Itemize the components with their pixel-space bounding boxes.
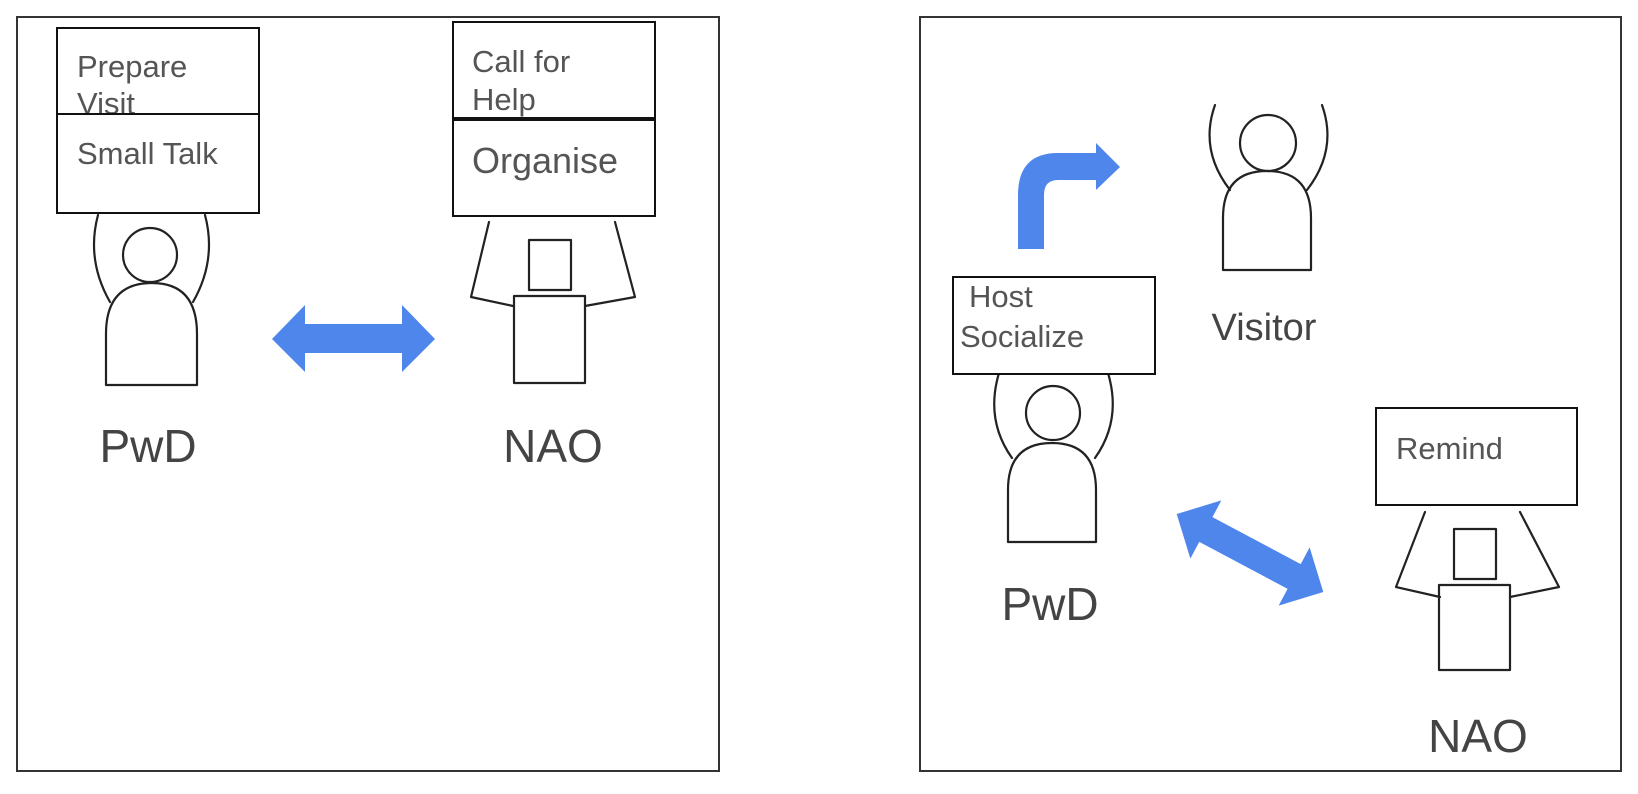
small-talk-box (56, 113, 260, 214)
call-for-help-box (452, 21, 656, 119)
organise-box (452, 119, 656, 217)
right-panel: Visitor Host Socialize PwD Remind NAO (919, 16, 1622, 772)
left-panel-frame (16, 16, 720, 772)
host-socialize-label-line2: Socialize (960, 319, 1084, 354)
left-nao-name: NAO (503, 420, 603, 472)
right-pwd-person-icon (993, 371, 1114, 544)
call-for-help-label-line1: Call for (472, 44, 570, 79)
organise-label: Organise (472, 140, 618, 181)
diagonal-double-arrow-icon (1176, 500, 1324, 606)
right-nao-name: NAO (1428, 710, 1528, 762)
left-pwd-name: PwD (99, 420, 196, 472)
prepare-visit-label-line1: Prepare (77, 49, 187, 84)
prepare-visit-label-line2: Visit (77, 86, 135, 121)
visitor-name: Visitor (1212, 307, 1317, 349)
host-socialize-box (952, 276, 1156, 375)
right-panel-frame (919, 16, 1622, 772)
double-arrow-icon (272, 305, 435, 372)
turn-arrow-icon (1018, 143, 1120, 249)
left-panel: Prepare Visit Small Talk Call for Help O… (16, 16, 720, 772)
small-talk-label: Small Talk (77, 136, 218, 171)
pwd-person-icon (92, 213, 211, 387)
right-pwd-name: PwD (1001, 578, 1098, 630)
right-nao-robot-icon (1394, 510, 1561, 672)
call-for-help-label-line2: Help (472, 82, 536, 117)
remind-box (1375, 407, 1578, 506)
remind-label: Remind (1396, 431, 1503, 466)
nao-robot-icon (469, 220, 637, 385)
host-socialize-label-line1: Host (969, 279, 1033, 314)
visitor-person-icon (1208, 103, 1329, 272)
